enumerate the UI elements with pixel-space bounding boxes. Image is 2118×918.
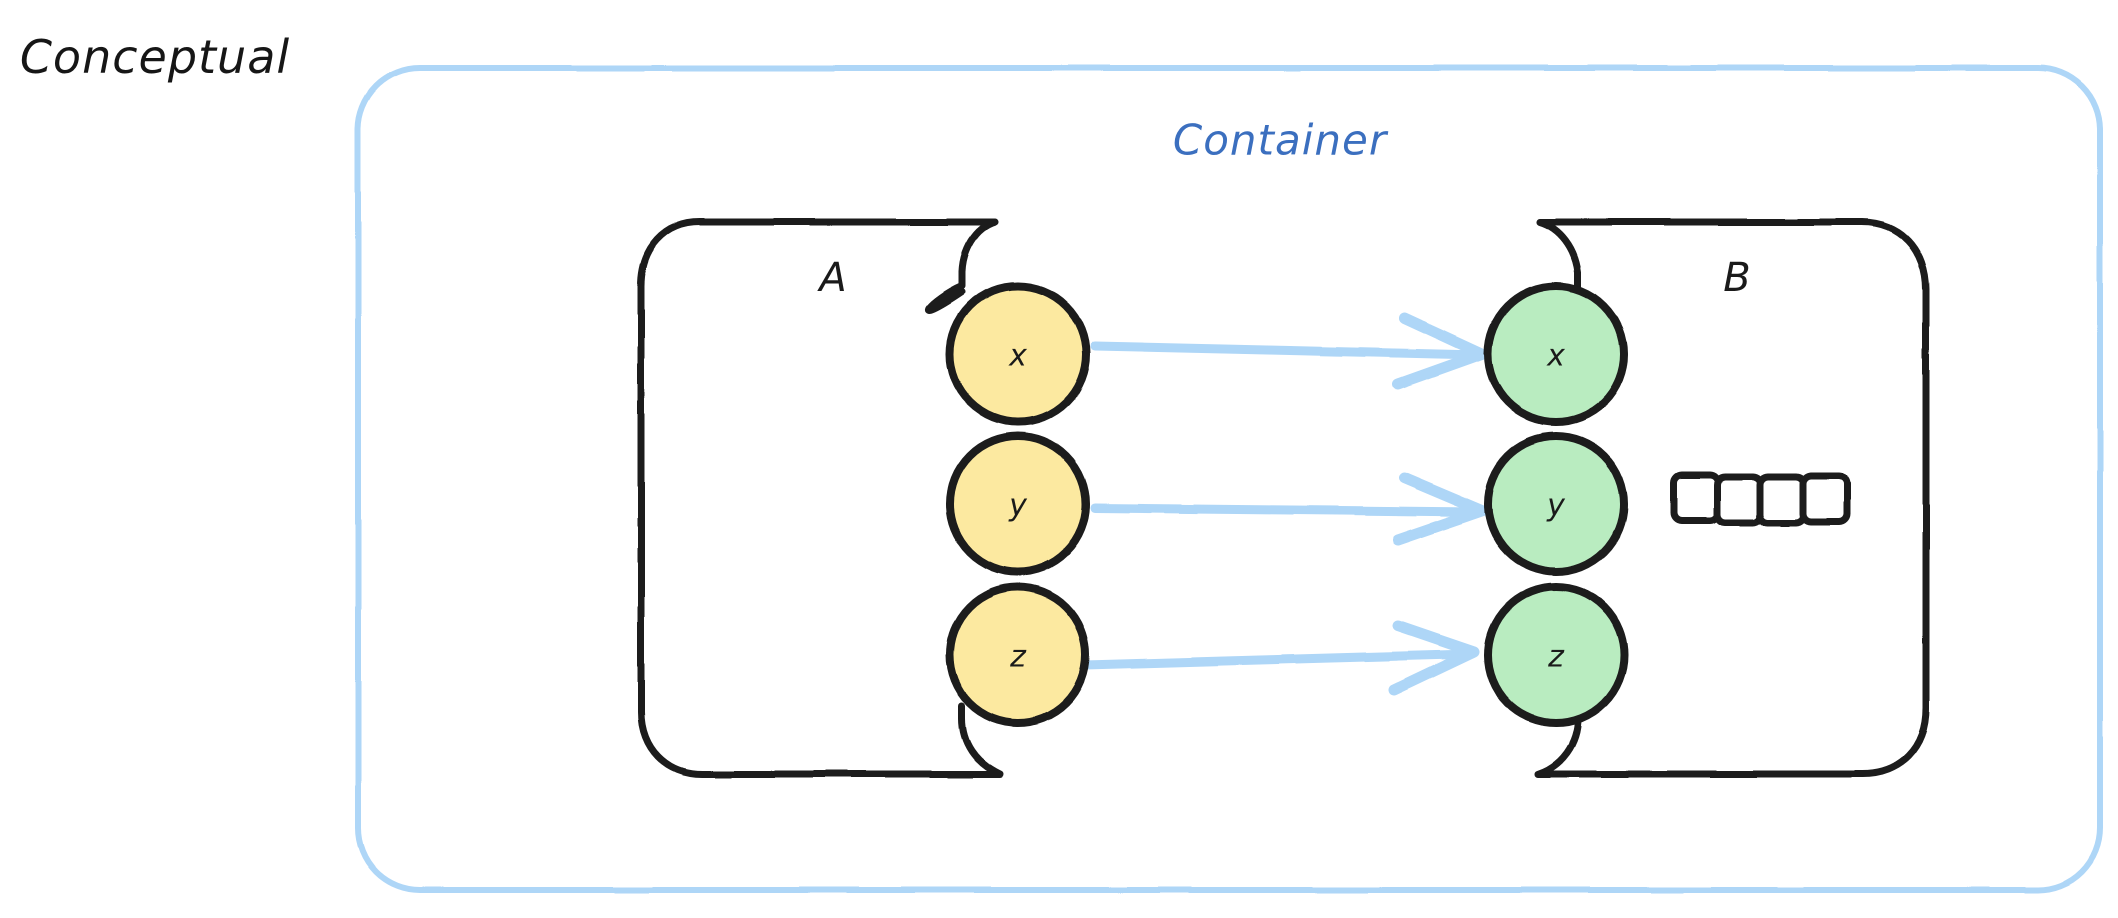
nodes-group-a (946, 282, 1090, 727)
group-a-boundary (637, 218, 1004, 778)
node-a-x-label: x (1009, 338, 1027, 374)
node-b-x[interactable] (1484, 282, 1628, 426)
group-b-boundary (1534, 218, 1930, 778)
node-b-z-label: z (1548, 639, 1564, 675)
arrow-y-to-y (1090, 472, 1488, 546)
node-a-z-label: z (1010, 639, 1026, 675)
container-label: Container (1172, 115, 1388, 165)
node-a-x[interactable] (946, 282, 1090, 426)
mapping-arrows (1080, 312, 1488, 696)
cell-3[interactable] (1799, 472, 1851, 526)
node-b-y-label: y (1547, 488, 1565, 524)
group-a-label: A (819, 255, 847, 301)
node-a-y-label: y (1009, 488, 1027, 524)
arrow-z-to-z (1080, 620, 1480, 696)
node-b-y[interactable] (1484, 432, 1628, 576)
cell-0[interactable] (1670, 471, 1722, 525)
node-b-z[interactable] (1484, 583, 1628, 727)
cell-2[interactable] (1756, 473, 1808, 527)
arrow-x-to-x (1090, 312, 1488, 390)
cell-strip (1670, 471, 1851, 527)
page-title: Conceptual (19, 30, 291, 84)
node-b-x-label: x (1547, 338, 1565, 374)
cell-1[interactable] (1713, 473, 1765, 527)
container-boundary (355, 65, 2103, 893)
node-a-y[interactable] (946, 432, 1090, 576)
nodes-group-b (1484, 282, 1628, 727)
node-a-z[interactable] (946, 583, 1090, 727)
group-b-label: B (1723, 255, 1751, 301)
